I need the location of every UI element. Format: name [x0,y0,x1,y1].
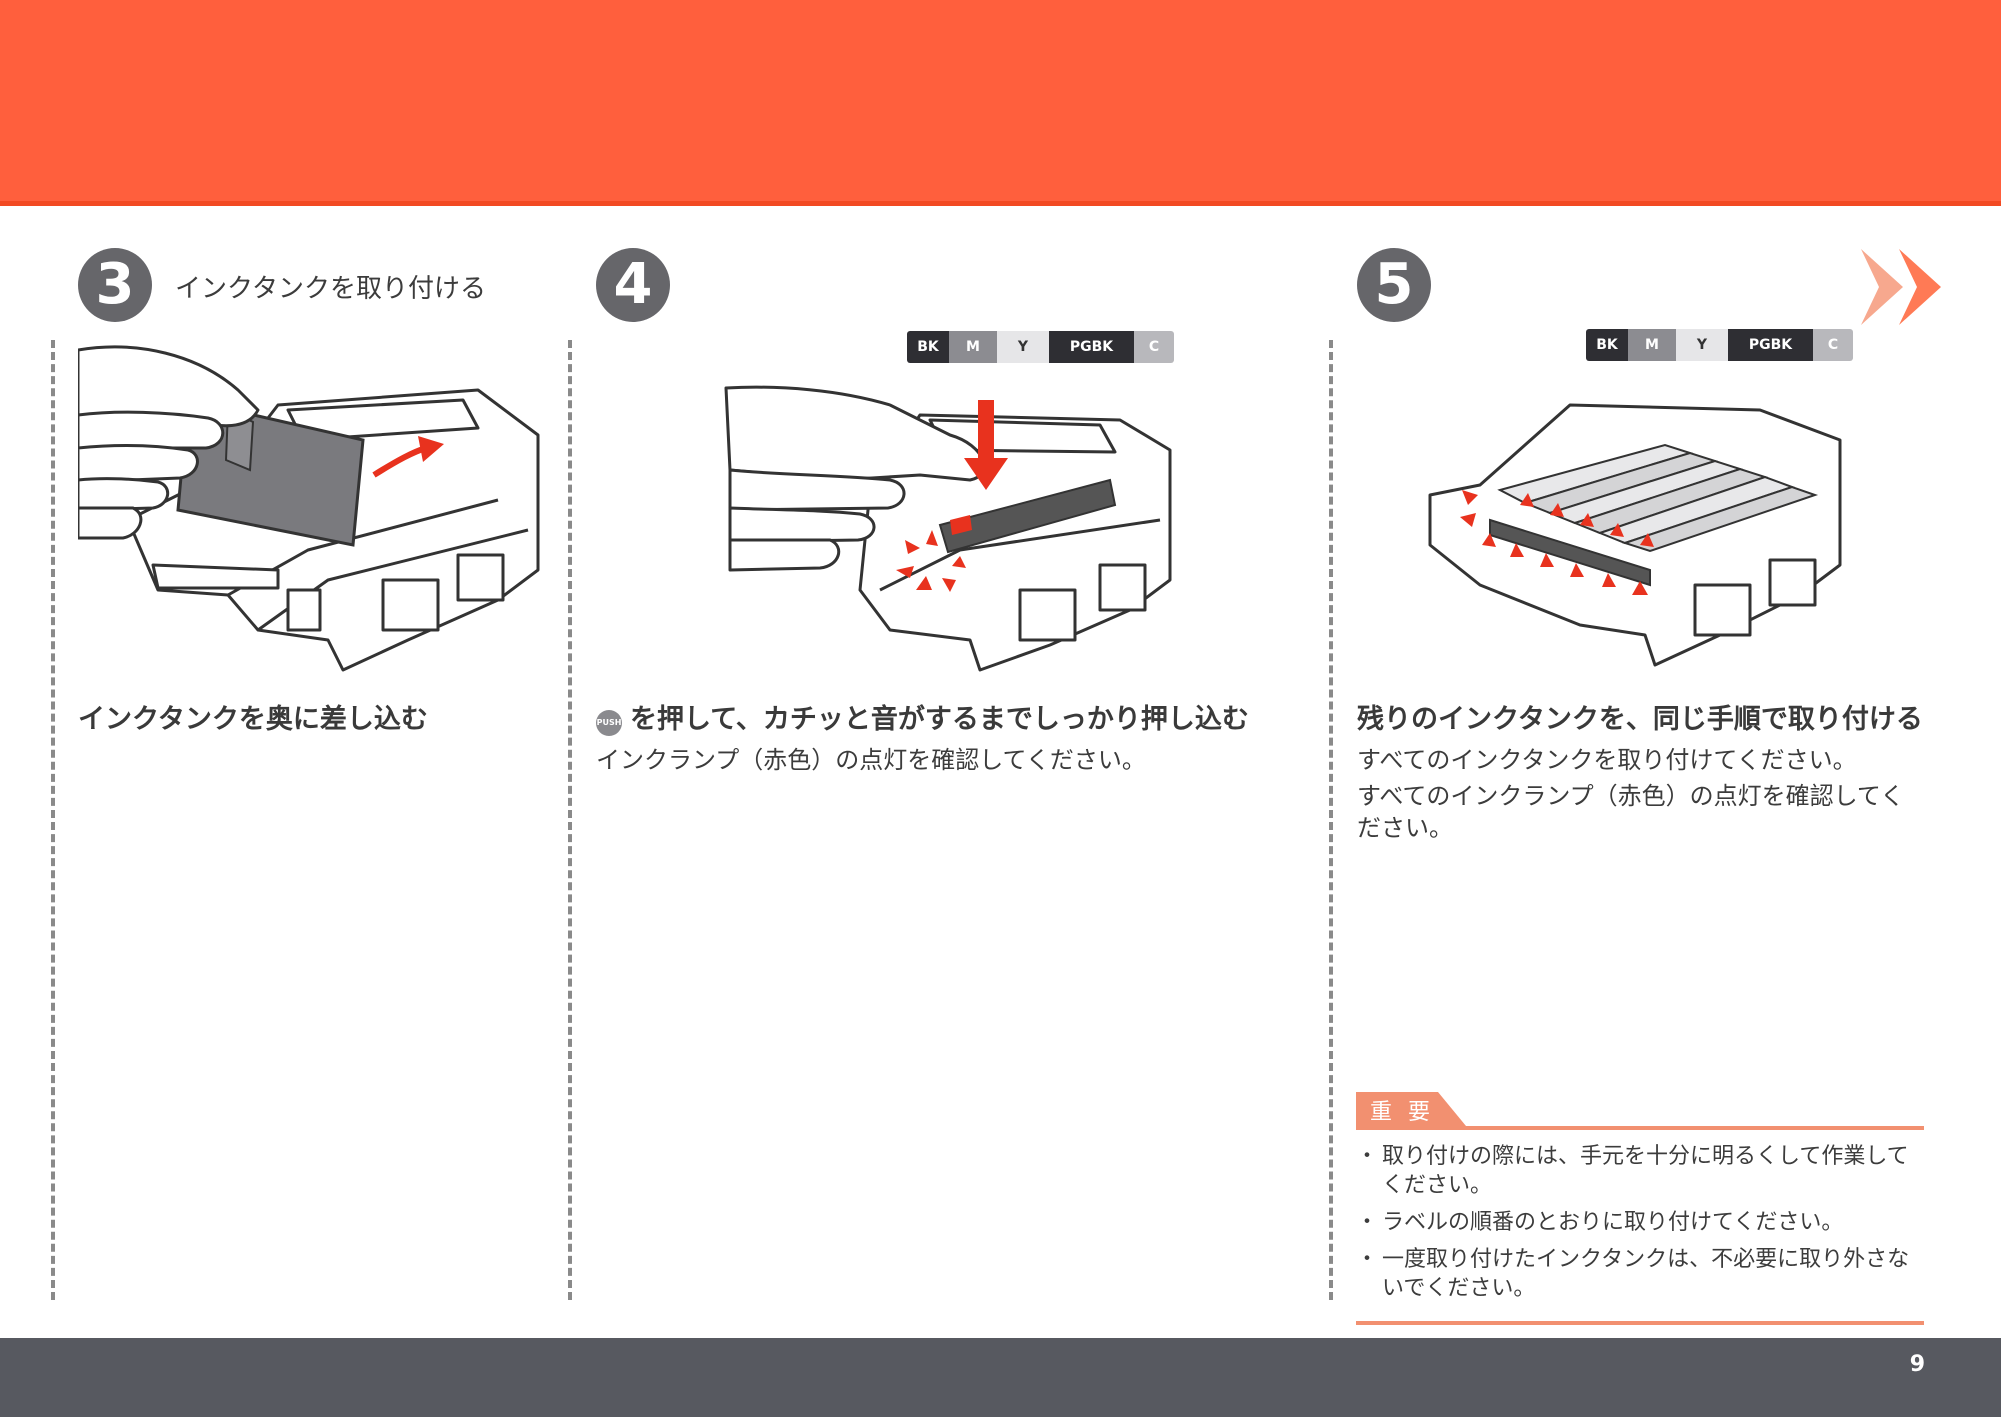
step-5-number: 5 [1357,248,1431,322]
step-3-number: 3 [78,248,152,322]
step-4-heading-text: を押して、カチッと音がするまでしっかり押し込む [630,704,1249,735]
important-notes-box: 重要 取り付けの際には、手元を十分に明るくして作業してください。 ラベルの順番の… [1356,1092,1924,1325]
ink-label-pgbk: PGBK [1049,331,1134,363]
column-divider-middle [568,340,572,1300]
step-5-body-line-2: すべてのインクランプ（赤色）の点灯を確認してください。 [1357,782,1905,842]
insert-ink-tank-illustration [78,345,540,672]
column-divider-right [1329,340,1333,1300]
important-rule-top [1356,1126,1924,1130]
important-label: 重要 [1370,1100,1447,1125]
ink-label-y: Y [1676,329,1728,361]
ink-order-label-step-4: BK M Y PGBK C [907,331,1174,363]
step-3-title: インクタンクを取り付ける [175,274,486,304]
ink-label-m: M [1628,329,1676,361]
important-list: 取り付けの際には、手元を十分に明るくして作業してください。 ラベルの順番のとおり… [1356,1130,1924,1321]
step-5-heading: 残りのインクタンクを、同じ手順で取り付ける [1357,704,1923,735]
next-page-arrows-icon[interactable] [1855,247,1955,327]
footer-band [0,1338,2001,1417]
step-4-number: 4 [596,248,670,322]
ink-label-c: C [1813,329,1853,361]
header-band [0,0,2001,206]
page-number: 9 [1909,1352,1925,1377]
ink-label-y: Y [997,331,1049,363]
ink-label-pgbk: PGBK [1728,329,1813,361]
important-tab: 重要 [1356,1092,1466,1126]
ink-label-bk: BK [1586,329,1628,361]
important-item: 取り付けの際には、手元を十分に明るくして作業してください。 [1356,1142,1924,1200]
important-rule-bottom [1356,1321,1924,1325]
push-icon: PUSH [596,710,622,736]
column-divider-left [51,340,55,1300]
step-4-body: インクランプ（赤色）の点灯を確認してください。 [596,746,1146,774]
step-5-body-line-1: すべてのインクタンクを取り付けてください。 [1357,746,1857,774]
step-4-heading: PUSH を押して、カチッと音がするまでしっかり押し込む [596,697,1249,736]
ink-order-label-step-5: BK M Y PGBK C [1586,329,1853,361]
ink-label-m: M [949,331,997,363]
all-ink-tanks-installed-illustration [1428,403,1842,667]
important-item: ラベルの順番のとおりに取り付けてください。 [1356,1208,1924,1237]
important-item: 一度取り付けたインクタンクは、不必要に取り外さないでください。 [1356,1245,1924,1303]
push-ink-tank-illustration [724,385,1172,672]
ink-label-bk: BK [907,331,949,363]
step-3-heading: インクタンクを奥に差し込む [78,704,428,735]
ink-label-c: C [1134,331,1174,363]
